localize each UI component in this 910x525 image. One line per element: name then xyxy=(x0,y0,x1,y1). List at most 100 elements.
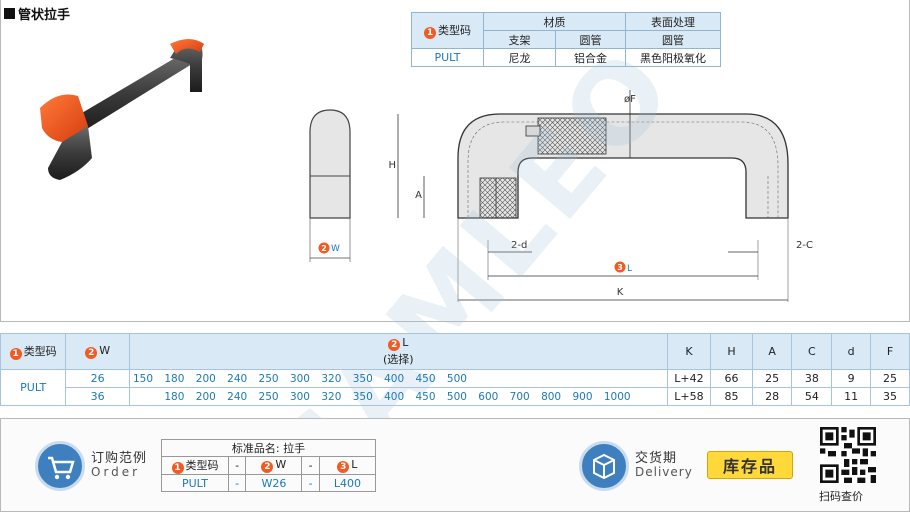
svg-text:3: 3 xyxy=(617,263,623,272)
spec-k: L+42 xyxy=(666,369,712,388)
l-value: 320 xyxy=(321,390,342,403)
l-value: 180 xyxy=(164,372,185,385)
svg-text:W: W xyxy=(331,244,340,254)
l-value: 900 xyxy=(572,390,593,403)
l-value xyxy=(572,373,603,385)
l-value xyxy=(133,391,164,403)
spec-f: 25 xyxy=(870,369,910,388)
spec-type-code: PULT xyxy=(0,369,67,406)
mat-bracket-header: 支架 xyxy=(483,30,556,49)
spec-a-header: A xyxy=(751,333,793,370)
spec-c: 54 xyxy=(791,387,833,406)
spec-h: 85 xyxy=(710,387,753,406)
l-value: 200 xyxy=(195,372,216,385)
spec-f: 35 xyxy=(870,387,910,406)
l-dimension-label: 3 L xyxy=(614,261,632,274)
svg-text:K: K xyxy=(617,287,624,298)
l-value: 300 xyxy=(289,372,310,385)
l-value: 150 xyxy=(132,372,154,385)
svg-text:2-d: 2-d xyxy=(511,240,527,251)
spec-c: 38 xyxy=(791,369,833,388)
l-value: 240 xyxy=(227,390,248,403)
l-value: 450 xyxy=(415,390,436,403)
l-value: 200 xyxy=(195,390,216,403)
l-value: 350 xyxy=(352,390,373,403)
l-value: 400 xyxy=(384,372,405,385)
spec-w: 36 xyxy=(65,387,130,406)
cart-icon xyxy=(35,441,85,491)
order-type-code: PULT xyxy=(161,474,229,492)
mat-material-header: 材质 xyxy=(483,12,626,31)
l-value xyxy=(541,373,572,385)
mat-bracket-value: 尼龙 xyxy=(483,48,556,67)
spec-k-header: K xyxy=(666,333,712,370)
spec-f-header: F xyxy=(870,333,910,370)
l-value: 450 xyxy=(415,372,436,385)
technical-drawing: 2 W H A øF 2-d 2-C 3 L K xyxy=(309,90,813,302)
l-value: 250 xyxy=(258,372,279,385)
order-label: 订购范例 xyxy=(91,451,148,466)
spec-a: 28 xyxy=(751,387,793,406)
l-value: 180 xyxy=(164,390,185,403)
l-value xyxy=(478,373,509,385)
spec-c-header: C xyxy=(791,333,833,370)
svg-text:2-C: 2-C xyxy=(796,240,813,251)
spec-a: 25 xyxy=(751,369,793,388)
order-sub-label: Order xyxy=(91,465,141,479)
svg-text:øF: øF xyxy=(624,94,636,105)
l-value: 350 xyxy=(352,372,373,385)
svg-text:H: H xyxy=(388,160,396,171)
title-square-icon xyxy=(4,8,15,19)
spec-d-header: d xyxy=(831,333,872,370)
l-value: 250 xyxy=(258,390,279,403)
spec-h-header: H xyxy=(710,333,753,370)
spec-row: PULT 26 150 180 200 240 250 300 320 350 400 450 50… xyxy=(0,369,910,406)
std-title: 标准品名: 拉手 xyxy=(161,439,376,457)
l-value: 400 xyxy=(384,390,405,403)
mat-type-code: PULT xyxy=(411,48,484,67)
mat-tube-value: 铝合金 xyxy=(555,48,626,67)
order-w-value: W26 xyxy=(245,474,303,492)
delivery-box-icon xyxy=(579,441,629,491)
l-value: 320 xyxy=(321,372,342,385)
l-value xyxy=(604,373,635,385)
svg-text:2: 2 xyxy=(321,244,327,253)
product-photo xyxy=(40,39,204,180)
l-value xyxy=(635,373,666,385)
spec-w: 26 xyxy=(65,369,130,388)
stock-badge: 库存品 xyxy=(707,451,793,479)
mat-surface-value: 黑色阳极氧化 xyxy=(625,48,721,67)
svg-text:A: A xyxy=(415,190,422,201)
mat-tube-header: 圆管 xyxy=(555,30,626,49)
spec-l-values: 150 180 200 240 250 300 320 350 400 450 500 xyxy=(128,369,668,388)
marker-1-icon: 1 xyxy=(424,27,436,39)
spec-d: 11 xyxy=(831,387,872,406)
l-value: 800 xyxy=(541,390,562,403)
delivery-sub-label: Delivery xyxy=(635,465,693,479)
qr-code-icon xyxy=(820,427,876,483)
svg-text:L: L xyxy=(627,264,632,274)
order-l-value: L400 xyxy=(318,474,377,492)
spec-k: L+58 xyxy=(666,387,712,406)
l-value: 240 xyxy=(227,372,248,385)
l-value: 700 xyxy=(509,390,530,403)
l-value: 500 xyxy=(446,372,467,385)
spec-h: 66 xyxy=(710,369,753,388)
l-value: 500 xyxy=(446,390,467,403)
l-value xyxy=(510,373,541,385)
mat-surface-header: 表面处理 xyxy=(625,12,721,31)
w-dimension-label: 2 W xyxy=(318,242,340,254)
qr-label: 扫码查价 xyxy=(819,490,863,503)
l-value: 300 xyxy=(289,390,310,403)
spec-d: 9 xyxy=(831,369,872,388)
